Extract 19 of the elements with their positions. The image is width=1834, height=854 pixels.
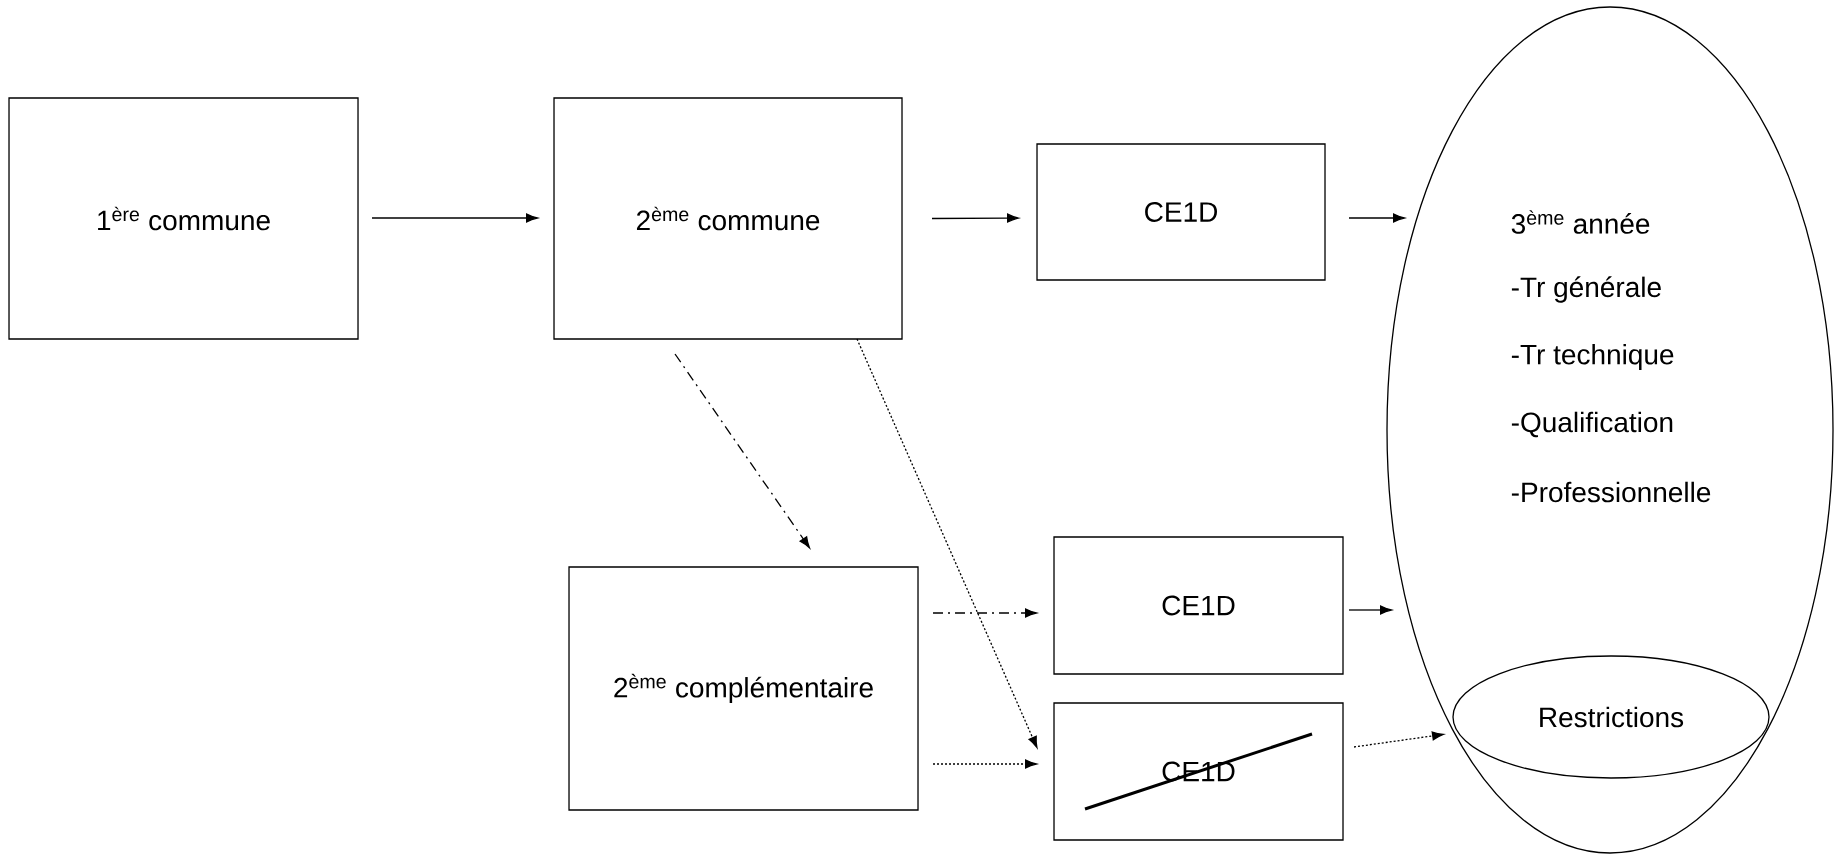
process-box: 2$^{ème}$ commune <box>553 97 903 340</box>
process-box: 1$^{ère}$ commune <box>8 97 359 340</box>
arrow <box>1348 605 1392 615</box>
process-box: CE1D <box>1053 536 1344 675</box>
list-text: -Tr générale <box>1511 276 1661 303</box>
list-text: -Professionnelle <box>1511 481 1711 503</box>
list-text: 3$^{ème}$ année <box>1511 210 1650 234</box>
arrow <box>856 338 1038 749</box>
list-text: -Tr technique <box>1511 343 1674 371</box>
process-box: 2$^{ème}$ complémentaire <box>568 566 919 811</box>
arrow <box>371 213 538 223</box>
arrow <box>932 608 1037 618</box>
list-text: -Qualification <box>1511 411 1673 438</box>
arrow <box>932 759 1037 769</box>
arrow <box>674 353 811 549</box>
arrow <box>931 213 1019 223</box>
process-box: CE1D <box>1036 143 1326 281</box>
arrow <box>1353 731 1444 748</box>
arrow <box>1348 213 1405 223</box>
